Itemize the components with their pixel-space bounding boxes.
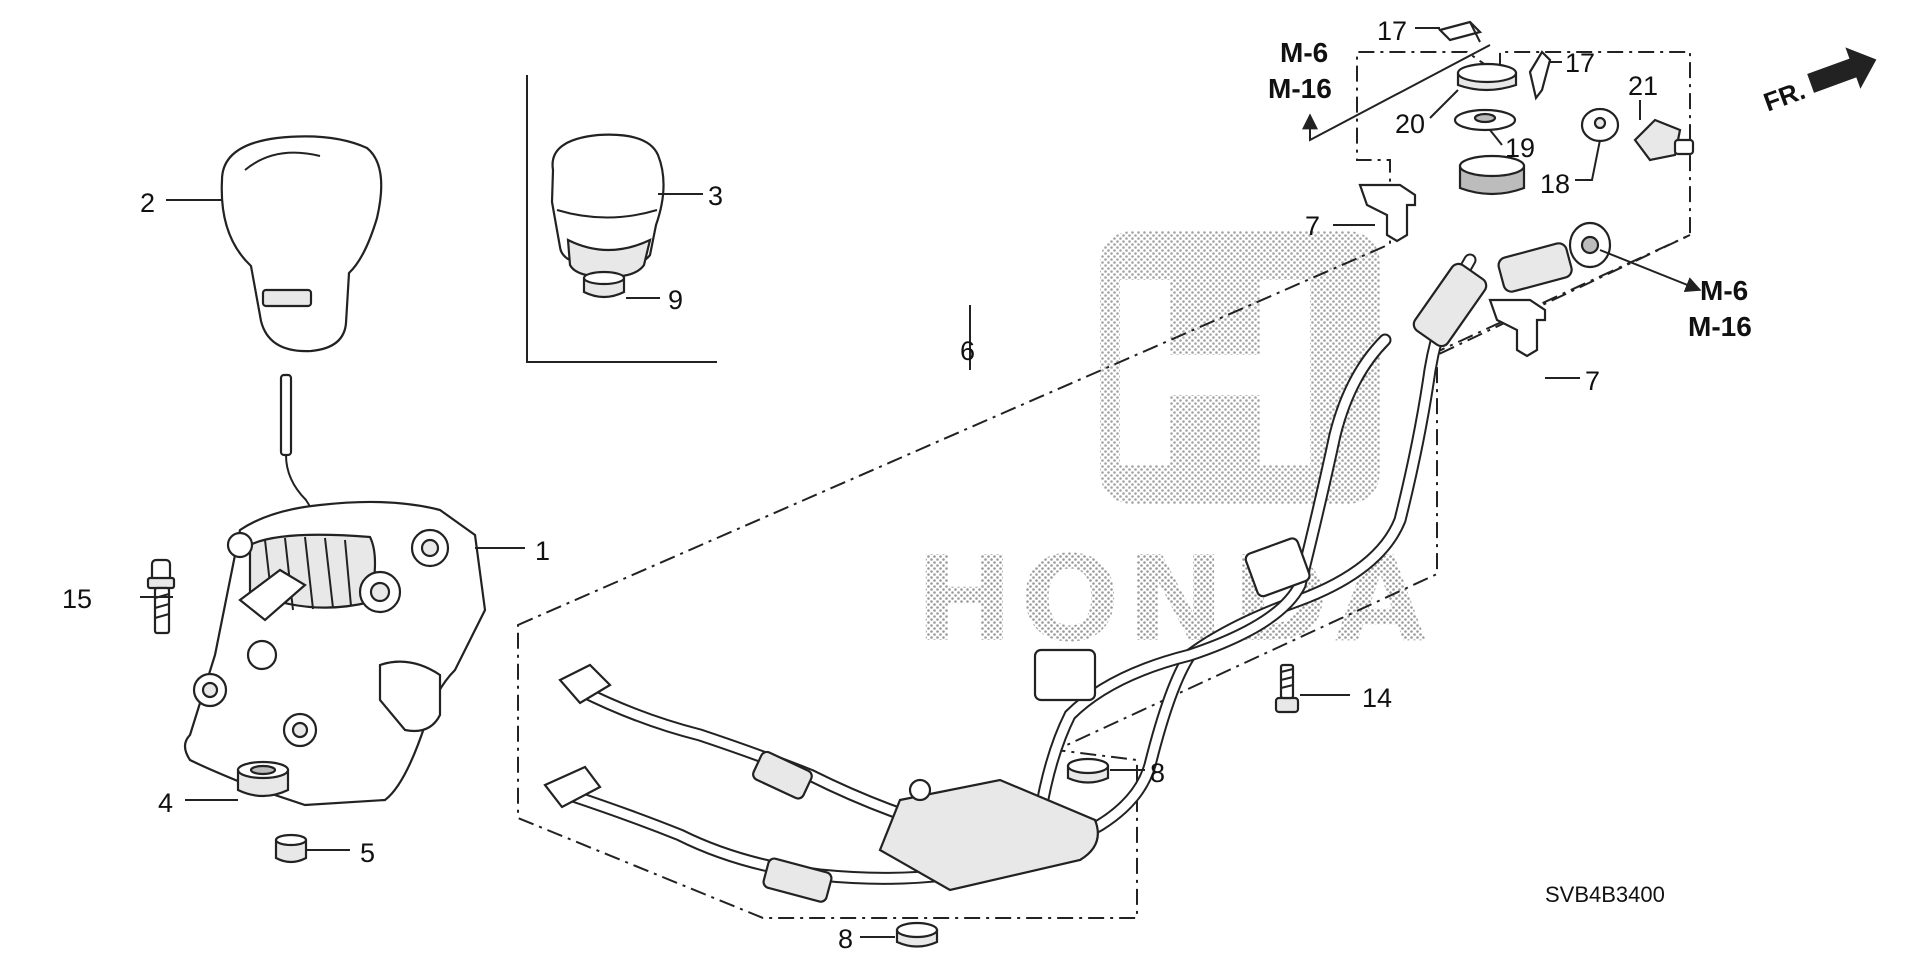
callout-1: 1 bbox=[535, 536, 550, 566]
callout-2: 2 bbox=[140, 188, 155, 218]
honda-watermark-text: HONDA bbox=[915, 530, 1432, 668]
nut-8a bbox=[1066, 757, 1110, 784]
ref-top: M-6 M-16 bbox=[1268, 37, 1332, 104]
ref-right-line-2: M-16 bbox=[1688, 311, 1752, 342]
front-direction-marker: FR. bbox=[1760, 47, 1877, 118]
callout-19: 19 bbox=[1505, 133, 1535, 163]
washer-18 bbox=[1580, 107, 1620, 143]
clip-21 bbox=[1633, 118, 1695, 162]
ref-top-line-2: M-16 bbox=[1268, 73, 1332, 104]
shift-knob-3 bbox=[550, 133, 665, 279]
bolt-14 bbox=[1274, 663, 1300, 714]
shift-knob-2 bbox=[220, 135, 383, 353]
nut-9 bbox=[582, 270, 626, 299]
callout-4: 4 bbox=[158, 788, 173, 818]
callout-7b: 7 bbox=[1585, 366, 1600, 396]
callout-17b: 17 bbox=[1565, 48, 1595, 78]
callout-20: 20 bbox=[1395, 109, 1425, 139]
callout-18: 18 bbox=[1540, 169, 1570, 199]
shift-cable-6 bbox=[543, 221, 1612, 903]
leader-lines bbox=[140, 27, 1702, 938]
callout-7a: 7 bbox=[1305, 211, 1320, 241]
nut-8b bbox=[895, 921, 939, 948]
callout-8b: 8 bbox=[838, 924, 853, 954]
shift-lever-1 bbox=[183, 373, 487, 807]
ref-top-line-1: M-6 bbox=[1280, 37, 1328, 68]
callout-6: 6 bbox=[960, 336, 975, 366]
bushing-upper bbox=[1458, 154, 1526, 196]
callout-9: 9 bbox=[668, 285, 683, 315]
cap-5 bbox=[274, 833, 308, 864]
honda-watermark: HONDA bbox=[915, 231, 1432, 668]
front-marker-label: FR. bbox=[1760, 75, 1810, 118]
callout-3: 3 bbox=[708, 181, 723, 211]
clip-17b bbox=[1528, 50, 1552, 101]
callout-8a: 8 bbox=[1150, 758, 1165, 788]
honda-h-logo bbox=[1100, 231, 1380, 504]
clip-17a bbox=[1437, 20, 1483, 43]
clip-7a bbox=[1358, 183, 1417, 243]
diagram-code: SVB4B3400 bbox=[1545, 882, 1665, 907]
callout-17a: 17 bbox=[1377, 16, 1407, 46]
callout-5: 5 bbox=[360, 838, 375, 868]
grommet-4 bbox=[236, 760, 290, 798]
ref-right: M-6 M-16 bbox=[1688, 275, 1752, 342]
washer-19 bbox=[1453, 108, 1517, 132]
front-arrow-icon bbox=[1807, 47, 1877, 93]
clip-7b bbox=[1488, 298, 1547, 358]
callout-14: 14 bbox=[1362, 683, 1392, 713]
callout-labels: 2 3 9 1 15 4 5 6 7 7 8 8 14 17 17 20 19 … bbox=[62, 16, 1658, 954]
ref-right-line-1: M-6 bbox=[1700, 275, 1748, 306]
group-box-cable bbox=[517, 51, 1691, 919]
callout-15: 15 bbox=[62, 584, 92, 614]
bushing-20 bbox=[1456, 62, 1518, 92]
group-box-knob-3 bbox=[526, 75, 717, 363]
callout-21: 21 bbox=[1628, 71, 1658, 101]
